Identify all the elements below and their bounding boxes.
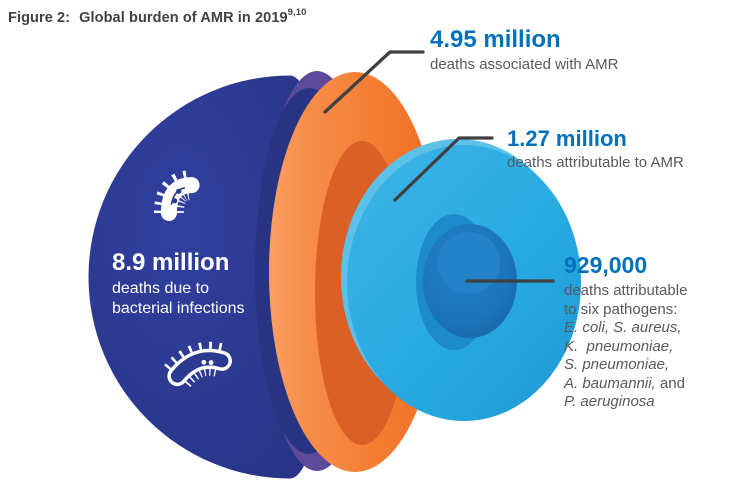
pathogen-names: E. coli, S. aureus, <box>564 319 682 337</box>
bacterial-infections-value: 8.9 million <box>112 249 230 276</box>
amr-attributable-desc: deaths attributable to AMR <box>507 154 684 172</box>
pathogen-line: A. baumannii, and <box>564 375 687 394</box>
pathogen-names: A. baumannii, <box>564 374 656 392</box>
label-amr-associated: 4.95 million deaths associated with AMR <box>430 27 618 75</box>
leader-line-associated <box>323 50 425 114</box>
amr-associated-value: 4.95 million <box>430 26 561 53</box>
inner-sphere-core <box>438 232 500 294</box>
six-pathogens-value: 929,000 <box>564 252 648 278</box>
six-pathogens-desc-line2: to six pathogens: <box>564 300 678 318</box>
figure-title-prefix: Figure 2: <box>8 9 71 26</box>
bacteria-icon-filled <box>153 170 200 221</box>
figure-title: Figure 2: Global burden of AMR in 20199,1… <box>8 7 307 26</box>
pathogen-line: K. pneumoniae, <box>564 338 687 357</box>
figure-title-text: Global burden of AMR in 2019 <box>79 9 288 26</box>
pathogen-line: E. coli, S. aureus, <box>564 319 687 338</box>
pathogen-line: S. pneumoniae, <box>564 356 687 375</box>
figure-title-superscript: 9,10 <box>287 7 307 18</box>
bacteria-icon-outline <box>164 341 232 388</box>
pathogen-names: S. pneumoniae, <box>564 356 670 374</box>
six-pathogens-desc-line1: deaths attributable <box>564 282 688 300</box>
pathogen-roman: and <box>655 374 685 392</box>
label-six-pathogens: 929,000 deaths attributable to six patho… <box>564 253 687 412</box>
bacterial-infections-desc-line2: bacterial infections <box>112 299 245 317</box>
amr-associated-desc: deaths associated with AMR <box>430 56 619 74</box>
amr-attributable-value: 1.27 million <box>507 126 627 151</box>
label-amr-attributable: 1.27 million deaths attributable to AMR <box>507 127 684 173</box>
pathogen-line: P. aeruginosa <box>564 393 687 412</box>
pathogen-names: K. pneumoniae, <box>564 337 674 355</box>
bacterial-infections-desc-line1: deaths due to <box>112 280 209 297</box>
pathogen-names: P. aeruginosa <box>564 393 655 411</box>
leader-line-attributable <box>393 136 494 202</box>
label-bacterial-infections: 8.9 million deaths due to bacterial infe… <box>112 249 245 318</box>
